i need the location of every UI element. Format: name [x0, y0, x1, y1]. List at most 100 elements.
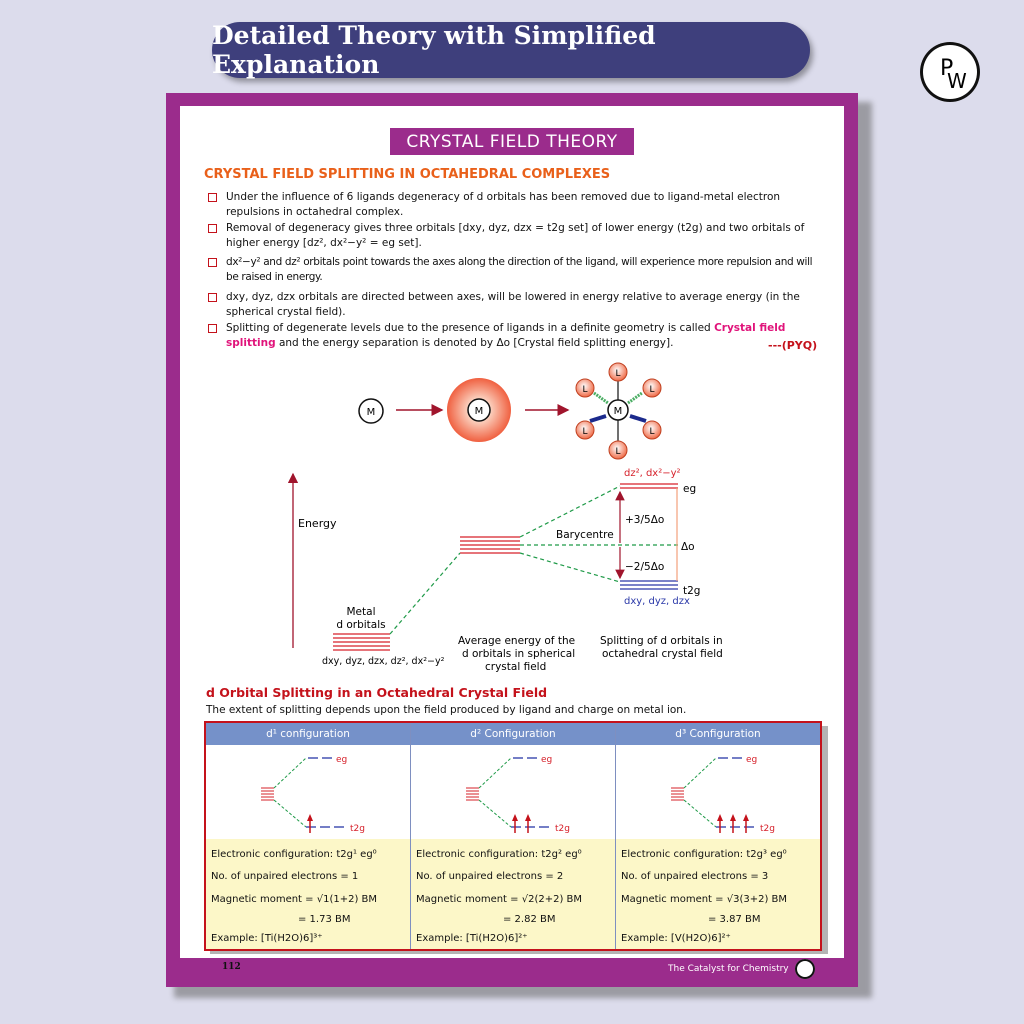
section-title: CRYSTAL FIELD THEORY — [390, 128, 634, 155]
electronic-config: Electronic configuration: t2g¹ eg⁰ — [211, 849, 377, 860]
config-column-d2: d² Configuration eg t2g Electronic config… — [411, 723, 616, 949]
example: Example: [Ti(H2O)6]³⁺ — [211, 933, 323, 944]
t2g-label: t2g — [760, 824, 775, 834]
bullet-4: dxy, dyz, dzx orbitals are directed betw… — [208, 290, 826, 320]
avg-caption-3: crystal field — [485, 661, 546, 673]
unpaired-electrons: No. of unpaired electrons = 1 — [211, 871, 359, 882]
split-caption-2: octahedral crystal field — [602, 648, 723, 660]
bullet-2: Removal of degeneracy gives three orbita… — [208, 221, 826, 251]
column-header: d³ Configuration — [616, 723, 820, 745]
plus-three-fifths: +3/5Δo — [625, 514, 664, 526]
barycentre-label: Barycentre — [556, 529, 614, 541]
energy-label: Energy — [298, 517, 337, 530]
electron-arrowhead — [730, 814, 736, 821]
ligand-label: L — [615, 369, 620, 379]
connector-1 — [389, 552, 461, 635]
minus-two-fifths: −2/5Δo — [625, 561, 664, 573]
eg-label: eg — [541, 755, 552, 765]
split-caption-1: Splitting of d orbitals in — [600, 635, 723, 647]
footer-pw-logo — [795, 959, 815, 979]
electron-arrowhead — [525, 814, 531, 821]
checkbox-icon — [208, 324, 217, 333]
config-details: Electronic configuration: t2g³ eg⁰ No. o… — [616, 839, 820, 949]
electron-arrowhead — [717, 814, 723, 821]
metal-d-label-1: Metal — [347, 606, 376, 618]
electron-arrowhead — [512, 814, 518, 821]
config-details: Electronic configuration: t2g¹ eg⁰ No. o… — [206, 839, 410, 949]
eg-label: eg — [746, 755, 757, 765]
t2g-label: t2g — [555, 824, 570, 834]
connector — [683, 799, 717, 828]
metal-ion-sphere — [467, 398, 491, 422]
electronic-config: Electronic configuration: t2g² eg⁰ — [416, 849, 582, 860]
footer-tagline: The Catalyst for Chemistry — [668, 964, 789, 974]
checkbox-icon — [208, 224, 217, 233]
page-number: 112 — [222, 962, 241, 972]
metal-d-levels — [333, 633, 390, 651]
splitting-diagram: eg t2g — [671, 755, 775, 834]
config-column-d3: d³ Configuration eg t2g Electronic config… — [616, 723, 820, 949]
ligand-label: L — [582, 427, 587, 437]
logo-w: W — [947, 69, 967, 93]
connector-t2g — [519, 552, 621, 583]
splitting-diagram: eg t2g — [261, 755, 365, 834]
unpaired-electrons: No. of unpaired electrons = 3 — [621, 871, 769, 882]
heading-octahedral: CRYSTAL FIELD SPLITTING IN OCTAHEDRAL CO… — [204, 167, 611, 182]
metal-label: M — [614, 406, 623, 417]
t2g-orbitals-label: dxy, dyz, dzx — [624, 596, 690, 607]
eg-levels — [620, 483, 678, 489]
splitting-diagram: eg t2g — [466, 755, 570, 834]
avg-caption-1: Average energy of the — [458, 635, 575, 647]
octahedral-complex: M L L L L L L — [575, 362, 662, 460]
example: Example: [Ti(H2O)6]²⁺ — [416, 933, 528, 944]
dorbital-heading: d Orbital Splitting in an Octahedral Cry… — [206, 685, 548, 700]
metal-orbitals-label: dxy, dyz, dzx, dz², dx²−y² — [322, 656, 445, 667]
magnetic-moment: Magnetic moment = √1(1+2) BM — [211, 894, 378, 905]
magnetic-moment: Magnetic moment = √2(2+2) BM — [416, 894, 583, 905]
eg-label: eg — [336, 755, 347, 765]
avg-caption-2: d orbitals in spherical — [462, 648, 575, 660]
metal-label: M — [367, 407, 376, 418]
t2g-label: t2g — [683, 585, 700, 597]
electronic-config: Electronic configuration: t2g³ eg⁰ — [621, 849, 787, 860]
t2g-levels — [620, 580, 678, 590]
bullet-1: Under the influence of 6 ligands degener… — [208, 190, 826, 220]
t2g-label: t2g — [350, 824, 365, 834]
metal-ion — [358, 398, 384, 424]
ligand-label: L — [649, 385, 654, 395]
eg-label: eg — [683, 483, 696, 495]
metal-label: M — [475, 406, 484, 417]
column-header: d² Configuration — [411, 723, 615, 745]
connector — [478, 757, 512, 789]
unpaired-electrons: No. of unpaired electrons = 2 — [416, 871, 564, 882]
logo-p: P — [940, 56, 953, 81]
magnetic-moment: Magnetic moment = √3(3+2) BM — [621, 894, 788, 905]
config-details: Electronic configuration: t2g² eg⁰ No. o… — [411, 839, 615, 949]
eg-orbitals-label: dz², dx²−y² — [624, 468, 681, 479]
example: Example: [V(H2O)6]²⁺ — [621, 933, 731, 944]
connector — [683, 757, 717, 789]
dorbital-subtext: The extent of splitting depends upon the… — [206, 704, 687, 716]
connector-eg — [519, 485, 621, 538]
electron-arrowhead — [307, 814, 313, 821]
connector — [273, 799, 307, 828]
metal-d-label-2: d orbitals — [336, 619, 385, 631]
ligand-label: L — [615, 447, 620, 457]
checkbox-icon — [208, 293, 217, 302]
checkbox-icon — [208, 258, 217, 267]
pyq-tag: ---(PYQ) — [768, 339, 818, 352]
connector — [478, 799, 512, 828]
ligand-label: L — [649, 427, 654, 437]
connector — [273, 757, 307, 789]
moment-value: = 3.87 BM — [708, 914, 761, 925]
page-banner: Detailed Theory with Simplified Explanat… — [212, 21, 810, 79]
delta-label: Δo — [681, 541, 695, 553]
electron-arrowhead — [743, 814, 749, 821]
ligand-label: L — [582, 385, 587, 395]
moment-value: = 1.73 BM — [298, 914, 351, 925]
average-levels — [460, 536, 520, 554]
